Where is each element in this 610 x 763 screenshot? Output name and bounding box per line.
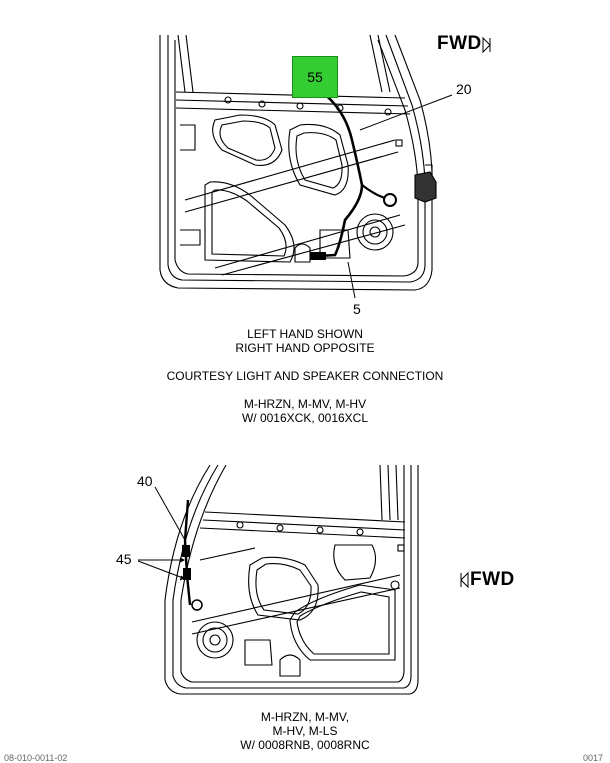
bottom-caption-models-1: M-HRZN, M-MV, [260, 710, 350, 724]
bottom-fwd-arrow-icon [460, 571, 469, 589]
top-fwd-label: FWD [437, 33, 482, 54]
top-caption-models: M-HRZN, M-MV, M-HV [243, 397, 367, 411]
callout-55-highlight: 55 [292, 56, 338, 98]
top-panel-cutout-2 [288, 123, 349, 196]
top-caption-title: COURTESY LIGHT AND SPEAKER CONNECTION [166, 369, 444, 383]
bottom-panel-cutout-1 [248, 556, 319, 621]
top-speaker [356, 213, 394, 251]
callout-40-label: 40 [137, 473, 153, 489]
bottom-fwd-label: FWD [470, 569, 515, 590]
bottom-speaker [196, 621, 234, 659]
top-panel-cutout-1 [212, 114, 283, 166]
top-door-outer-frame [159, 34, 433, 291]
bottom-caption-models-2: M-HV, M-LS [272, 724, 338, 738]
bottom-caption-codes: W/ 0008RNB, 0008RNC [240, 738, 370, 752]
top-fwd-arrow-icon [482, 36, 491, 54]
top-caption-right-hand: RIGHT HAND OPPOSITE [235, 341, 375, 355]
top-panel-cutout-3 [204, 181, 295, 263]
footer-right-code: 0017 [583, 753, 604, 763]
callout-20-label: 20 [456, 81, 472, 97]
bottom-door-inner-frame [172, 464, 412, 689]
bottom-harness-wire [183, 499, 192, 606]
top-door-inner-frame [167, 34, 426, 283]
callout-45-label: 45 [116, 551, 132, 567]
top-caption-codes: W/ 0016XCK, 0016XCL [241, 411, 369, 425]
bottom-panel-cutout-3 [289, 584, 396, 661]
top-connector-ring [383, 193, 397, 207]
callout-5-label: 5 [353, 301, 361, 317]
bottom-door-outer-frame [164, 464, 419, 695]
callout-55-label: 55 [307, 69, 323, 85]
top-harness-wire [317, 90, 364, 258]
bottom-panel-cutout-2 [333, 544, 377, 581]
top-caption-left-hand: LEFT HAND SHOWN [247, 327, 363, 341]
footer-left-code: 08-010-0011-02 [4, 753, 68, 763]
